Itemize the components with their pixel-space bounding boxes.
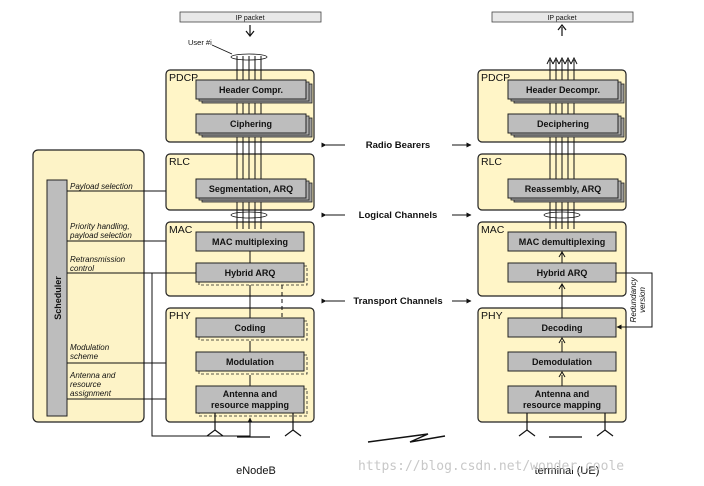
ue-pdcp-label: PDCP xyxy=(481,72,510,84)
transport-channels: Transport Channels xyxy=(321,296,472,307)
logical-channels-label: Logical Channels xyxy=(359,210,438,221)
enb-ciphering-label: Ciphering xyxy=(230,119,272,129)
transport-channels-label: Transport Channels xyxy=(353,296,442,307)
enb-phy-label: PHY xyxy=(169,310,191,322)
ue-output-arrowheads xyxy=(546,56,578,65)
ue-antenna-icons xyxy=(518,413,614,438)
enb-segmentation-label: Segmentation, ARQ xyxy=(209,184,293,194)
scheduler-modulation-label-2: scheme xyxy=(70,352,99,361)
enb-logical-ellipse xyxy=(230,211,268,219)
ue-redundancy-label-1: Redundancy xyxy=(629,277,638,323)
scheduler-antenna-label-3: assignment xyxy=(70,389,112,398)
enb-modulation-label: Modulation xyxy=(226,357,274,367)
ip-down-arrow-icon xyxy=(245,25,255,37)
scheduler-retrans-label-1: Retransmission xyxy=(70,255,126,264)
ue-logical-ellipse xyxy=(543,211,581,219)
enb-antenna-label-2: resource mapping xyxy=(211,400,289,410)
ue-hybrid-arq-label: Hybrid ARQ xyxy=(537,268,588,278)
enb-mac-mux-block: MAC multiplexing xyxy=(195,231,305,252)
ue-antenna-block: Antenna and resource mapping xyxy=(507,385,617,414)
ue-hybrid-arq-block: Hybrid ARQ xyxy=(507,262,617,283)
ue-mac-demux-block: MAC demultiplexing xyxy=(507,231,617,252)
enb-antenna-icons xyxy=(206,413,302,438)
enb-header-compr-block: Header Compr. xyxy=(195,79,313,104)
enb-coding-block: Coding xyxy=(195,317,308,341)
scheduler-priority-label-1: Priority handling, xyxy=(70,222,130,231)
ue-deciphering-label: Deciphering xyxy=(537,119,589,129)
terminal-label: terminal (UE) xyxy=(535,465,600,477)
enb-coding-label: Coding xyxy=(235,323,266,333)
enb-header-compr-label: Header Compr. xyxy=(219,85,283,95)
watermark-text: https://blog.csdn.net/wonder_coole xyxy=(358,459,624,474)
ip-up-arrow-icon xyxy=(557,24,567,36)
ue-header-decompr-label: Header Decompr. xyxy=(526,85,600,95)
ue-reassembly-label: Reassembly, ARQ xyxy=(525,184,602,194)
ip-packet-right: IP packet xyxy=(491,11,634,23)
ue-reassembly-block: Reassembly, ARQ xyxy=(507,178,625,203)
enb-harq-feedback xyxy=(151,272,283,437)
ue-rlc-label: RLC xyxy=(481,156,502,168)
enb-hybrid-arq-block: Hybrid ARQ xyxy=(195,262,308,286)
radio-bearers-label: Radio Bearers xyxy=(366,140,430,151)
scheduler-antenna-label-2: resource xyxy=(70,380,102,389)
scheduler-payload-label: Payload selection xyxy=(70,182,133,191)
ip-packet-right-label: IP packet xyxy=(547,15,576,22)
enb-hybrid-arq-label: Hybrid ARQ xyxy=(225,268,276,278)
ue-mac-label: MAC xyxy=(481,224,505,236)
enb-antenna-label-1: Antenna and xyxy=(223,389,278,399)
scheduler-label: Scheduler xyxy=(53,276,63,320)
radio-bearers-channel: Radio Bearers xyxy=(321,140,472,151)
logical-channels: Logical Channels xyxy=(321,210,472,221)
enodeb-label: eNodeB xyxy=(236,465,276,477)
user-pointer xyxy=(211,44,233,55)
ip-packet-left: IP packet xyxy=(179,11,322,23)
ue-demodulation-label: Demodulation xyxy=(532,357,592,367)
ue-deciphering-block: Deciphering xyxy=(507,113,625,138)
enb-pdcp-label: PDCP xyxy=(169,72,198,84)
scheduler-panel: Scheduler Payload selection Priority han… xyxy=(32,149,145,423)
enb-rlc-label: RLC xyxy=(169,156,190,168)
ue-redundancy-label-2: version xyxy=(638,287,647,313)
ue-demodulation-block: Demodulation xyxy=(507,351,617,372)
enb-mac-mux-label: MAC multiplexing xyxy=(212,237,288,247)
enb-ciphering-block: Ciphering xyxy=(195,113,313,138)
enb-modulation-block: Modulation xyxy=(195,351,308,375)
enb-antenna-block: Antenna and resource mapping xyxy=(195,385,308,417)
scheduler-antenna-label-1: Antenna and xyxy=(69,371,116,380)
user-label: User #i xyxy=(188,38,212,47)
ip-packet-left-label: IP packet xyxy=(235,15,264,22)
ue-phy-label: PHY xyxy=(481,310,503,322)
scheduler-retrans-label-2: control xyxy=(70,264,94,273)
ue-antenna-label-2: resource mapping xyxy=(523,400,601,410)
ue-redundancy-path xyxy=(616,272,653,330)
scheduler-modulation-label-1: Modulation xyxy=(70,343,110,352)
ue-up-arrows xyxy=(558,251,566,378)
enb-segmentation-block: Segmentation, ARQ xyxy=(195,178,313,203)
ue-decoding-label: Decoding xyxy=(541,323,582,333)
ue-decoding-block: Decoding xyxy=(507,317,617,338)
ue-header-decompr-block: Header Decompr. xyxy=(507,79,625,104)
ue-antenna-label-1: Antenna and xyxy=(535,389,590,399)
enb-mac-label: MAC xyxy=(169,224,193,236)
scheduler-priority-label-2: payload selection xyxy=(69,231,132,240)
ue-mac-demux-label: MAC demultiplexing xyxy=(519,237,606,247)
radio-link-icon xyxy=(367,433,446,443)
